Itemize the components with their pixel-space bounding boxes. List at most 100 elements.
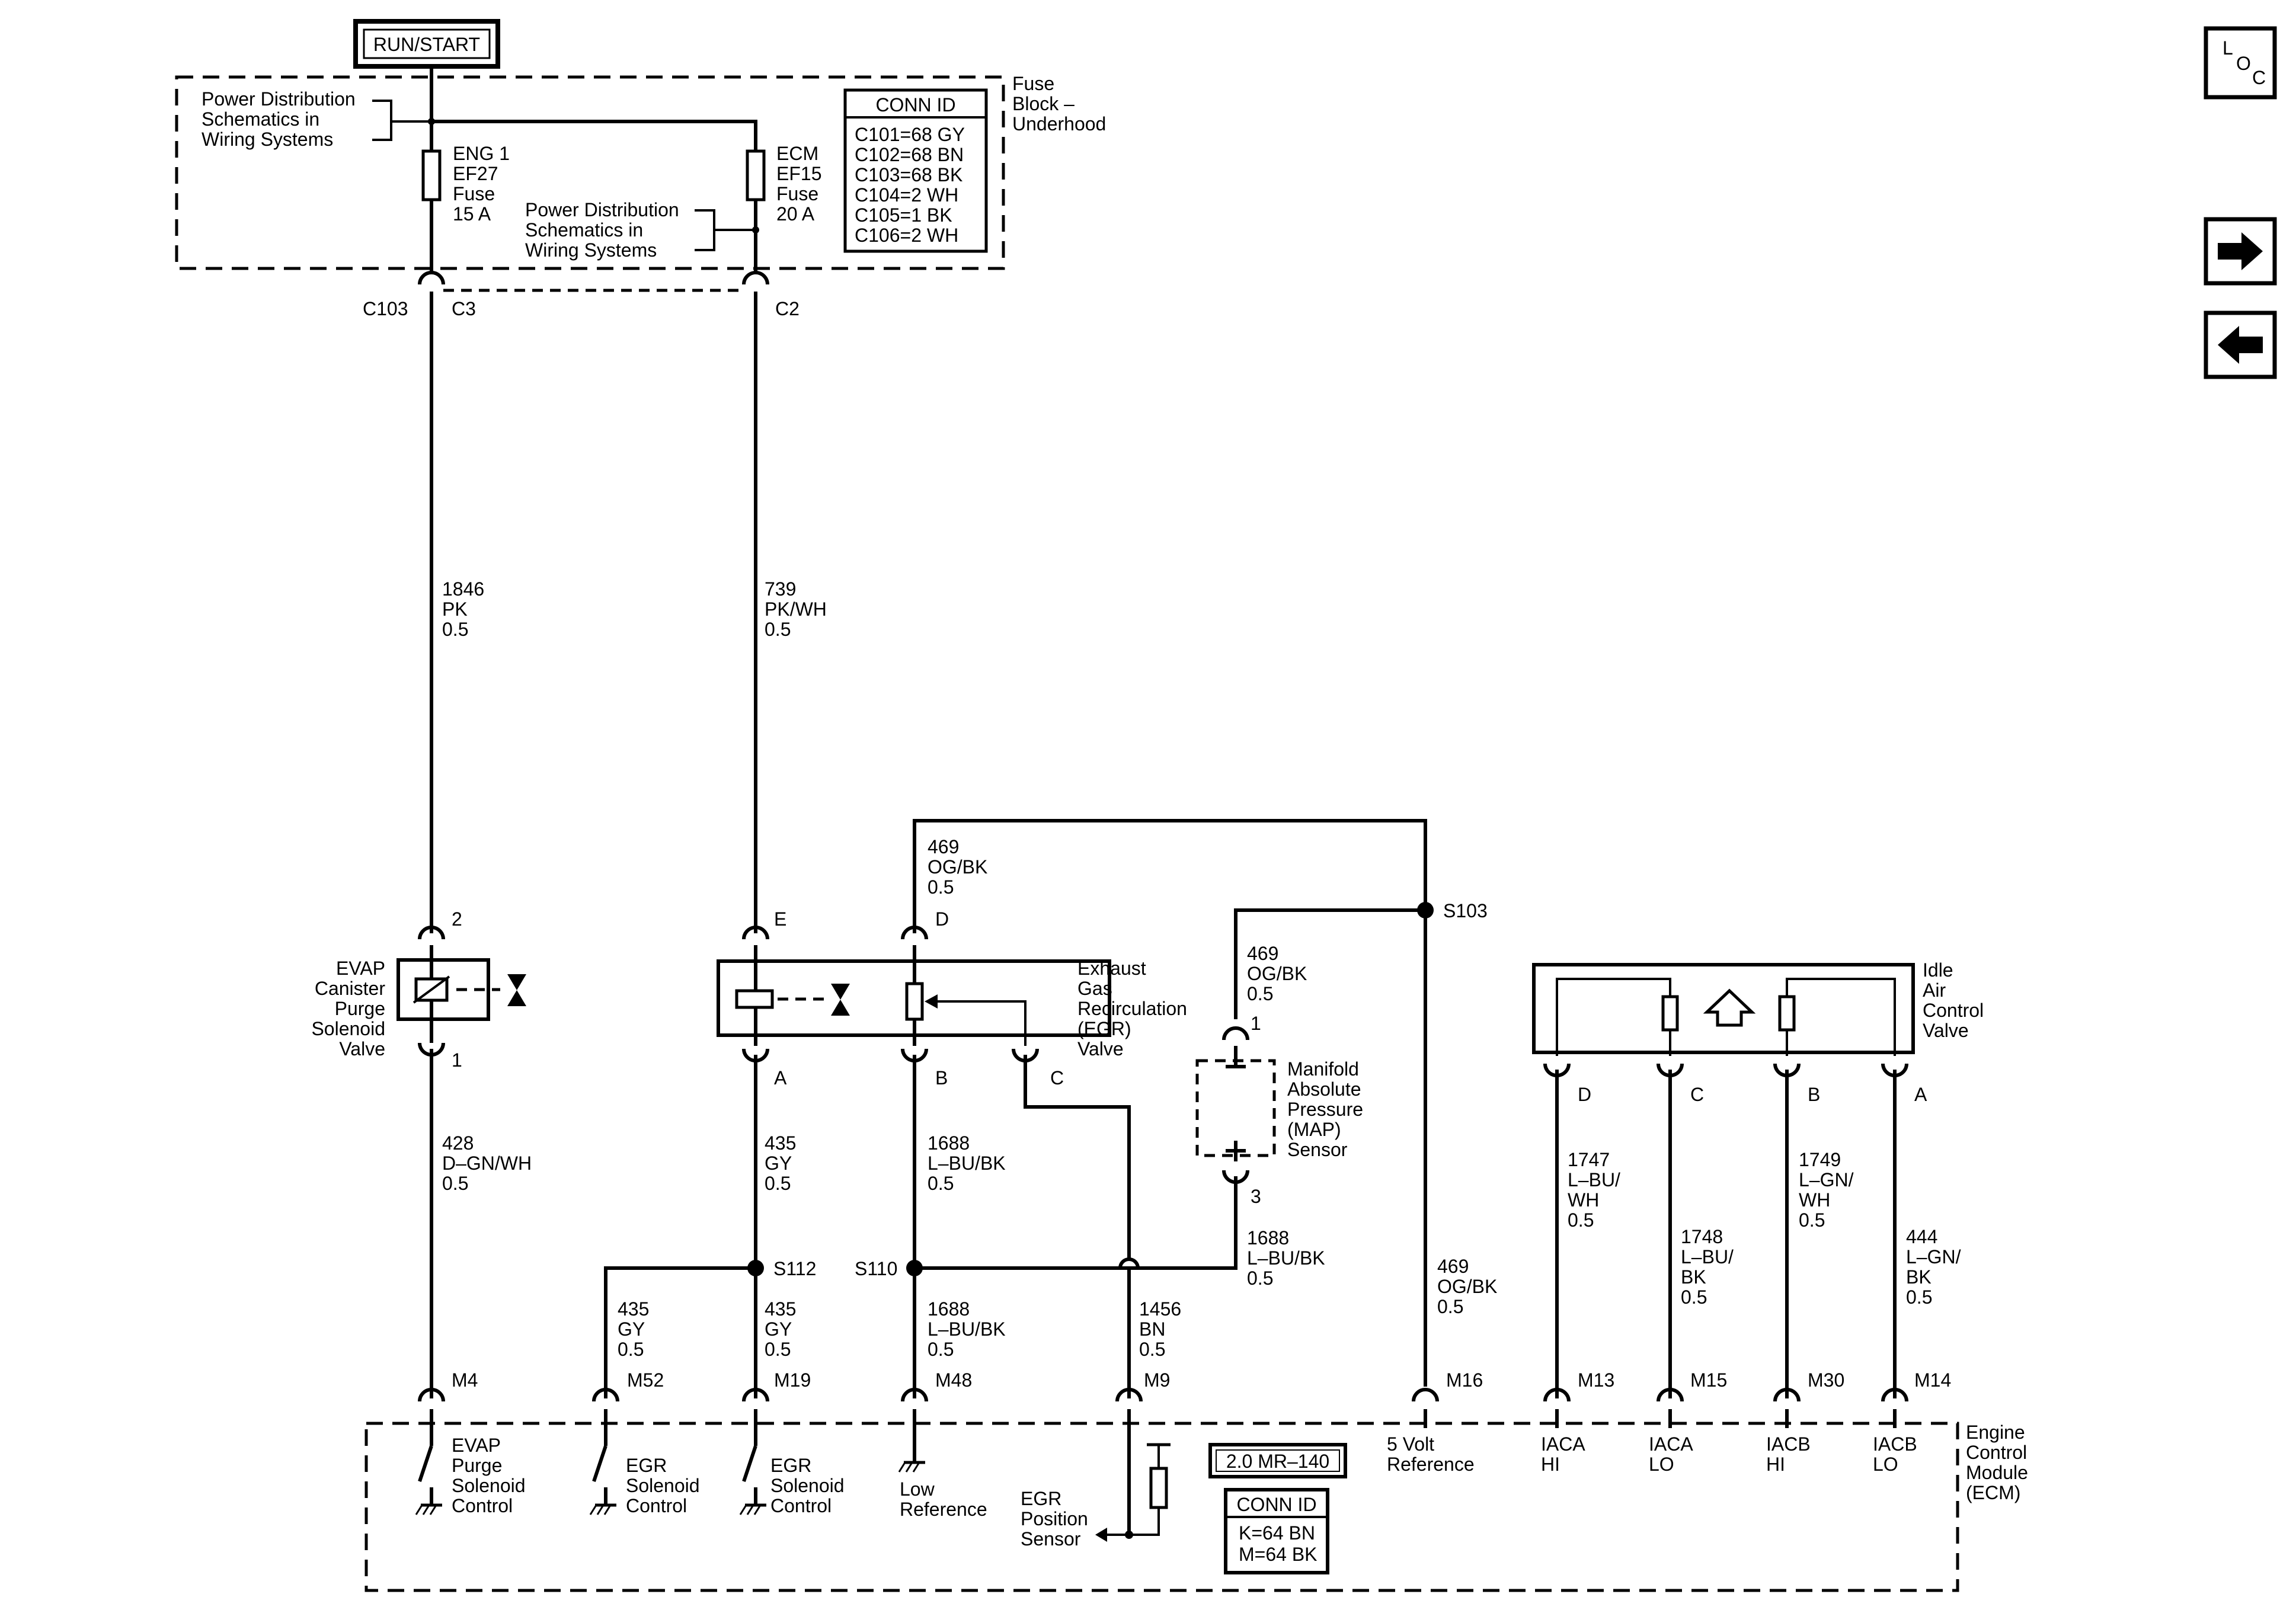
svg-text:A: A (774, 1067, 787, 1089)
svg-text:Solenoid: Solenoid (770, 1475, 845, 1496)
up-arrow-icon (1703, 988, 1756, 1027)
svg-text:Control: Control (1923, 1000, 1984, 1021)
svg-text:Control: Control (1966, 1442, 2027, 1463)
svg-text:BK: BK (1906, 1266, 1932, 1288)
svg-text:IACA: IACA (1649, 1433, 1693, 1455)
svg-text:WH: WH (1568, 1189, 1599, 1211)
svg-text:M15: M15 (1690, 1369, 1727, 1391)
svg-text:Valve: Valve (1923, 1020, 1969, 1041)
svg-text:Sensor: Sensor (1287, 1139, 1348, 1160)
svg-text:Air: Air (1923, 980, 1946, 1001)
svg-text:M=64 BK: M=64 BK (1239, 1544, 1318, 1565)
splice-s110 (906, 1260, 923, 1276)
ecm-labels-right: 5 Volt Reference IACA HI IACA LO IACB HI… (1387, 1409, 1917, 1475)
svg-text:444: 444 (1906, 1226, 1937, 1247)
svg-text:C105=1 BK: C105=1 BK (855, 204, 952, 226)
svg-text:M19: M19 (774, 1369, 811, 1391)
svg-text:Wiring Systems: Wiring Systems (525, 239, 657, 261)
svg-text:Power Distribution: Power Distribution (202, 88, 356, 110)
svg-text:LO: LO (1873, 1454, 1898, 1475)
svg-text:2: 2 (452, 908, 462, 930)
svg-text:M16: M16 (1446, 1369, 1483, 1391)
arrow-left-icon (2218, 326, 2263, 364)
svg-text:15 A: 15 A (453, 203, 491, 225)
svg-text:OG/BK: OG/BK (1247, 963, 1307, 984)
valve-icon (507, 974, 526, 1006)
svg-text:Reference: Reference (900, 1499, 987, 1520)
loc-button[interactable]: L O C (2204, 26, 2277, 100)
svg-text:Idle: Idle (1923, 959, 1953, 981)
svg-text:435: 435 (618, 1298, 649, 1320)
svg-text:0.5: 0.5 (1247, 1267, 1273, 1289)
svg-text:C2: C2 (775, 298, 800, 319)
svg-text:Purge: Purge (335, 998, 385, 1019)
svg-text:Solenoid: Solenoid (452, 1475, 526, 1496)
svg-text:IACA: IACA (1541, 1433, 1585, 1455)
svg-text:Recirculation: Recirculation (1077, 998, 1187, 1019)
svg-text:EVAP: EVAP (452, 1435, 501, 1456)
svg-text:0.5: 0.5 (1799, 1209, 1825, 1231)
svg-text:1: 1 (452, 1049, 462, 1071)
svg-text:L–BU/: L–BU/ (1681, 1246, 1734, 1267)
svg-text:Schematics in: Schematics in (525, 219, 643, 241)
svg-text:1747: 1747 (1568, 1149, 1610, 1170)
svg-text:0.5: 0.5 (442, 1173, 468, 1194)
svg-text:L–BU/BK: L–BU/BK (928, 1318, 1006, 1340)
svg-text:GY: GY (765, 1318, 792, 1340)
valve-icon (831, 984, 850, 1016)
wire-1846-label: 1846 PK 0.5 (442, 578, 484, 640)
svg-text:1749: 1749 (1799, 1149, 1841, 1170)
wire-469-map-label: 469 OG/BK 0.5 (1247, 943, 1307, 1004)
svg-text:Engine: Engine (1966, 1422, 2025, 1443)
svg-text:OG/BK: OG/BK (928, 856, 987, 878)
connector-c103: C103 C3 C2 (363, 271, 800, 319)
svg-text:D: D (935, 908, 949, 930)
wire-1456-label: 1456 BN 0.5 (1139, 1298, 1181, 1360)
engine-control-module: Engine Control Module (ECM) (364, 1422, 2028, 1592)
svg-text:EF15: EF15 (776, 163, 821, 184)
power-distribution-ref-left: Power Distribution Schematics in Wiring … (202, 88, 431, 150)
svg-text:M30: M30 (1808, 1369, 1844, 1391)
svg-text:EGR: EGR (626, 1455, 667, 1476)
svg-text:A: A (1914, 1084, 1927, 1105)
svg-text:Control: Control (626, 1495, 687, 1516)
svg-text:EGR: EGR (1021, 1488, 1061, 1509)
power-distribution-ref-mid: Power Distribution Schematics in Wiring … (525, 199, 756, 261)
svg-text:0.5: 0.5 (928, 1339, 954, 1360)
svg-text:BK: BK (1681, 1266, 1706, 1288)
loc-letter-c: C (2252, 67, 2266, 88)
fuse-block-underhood: Fuse Block – Underhood (175, 73, 1106, 270)
previous-page-button[interactable] (2204, 311, 2277, 379)
svg-text:L–GN/: L–GN/ (1799, 1169, 1854, 1190)
wire-1747-label: 1747 L–BU/ WH 0.5 (1568, 1149, 1620, 1231)
evap-canister-purge-solenoid: 2 1 EVAP Canister Purge Solenoid Valve (311, 908, 526, 1071)
svg-text:GY: GY (765, 1153, 792, 1174)
svg-text:1748: 1748 (1681, 1226, 1723, 1247)
svg-text:EF27: EF27 (453, 163, 498, 184)
ecm-mr-reference: 2.0 MR–140 (1208, 1443, 1347, 1478)
svg-text:Pressure: Pressure (1287, 1099, 1363, 1120)
arrow-right-icon (2218, 232, 2263, 270)
svg-text:C103: C103 (363, 298, 408, 319)
splice-s112-label: S112 (773, 1258, 816, 1279)
ecm-evap-driver: EVAP Purge Solenoid Control (415, 1409, 526, 1516)
ecm-egr-solenoid-driver-2: EGR Solenoid Control (739, 1409, 845, 1516)
svg-text:BN: BN (1139, 1318, 1165, 1340)
splice-s110-label: S110 (855, 1258, 897, 1279)
svg-text:(ECM): (ECM) (1966, 1482, 2020, 1503)
svg-text:D: D (1578, 1084, 1591, 1105)
svg-text:OG/BK: OG/BK (1437, 1276, 1497, 1297)
svg-text:435: 435 (765, 1132, 796, 1154)
egr-valve: E D A B C Exhaust Gas Recirculation (EGR… (717, 908, 1187, 1089)
svg-text:RUN/START: RUN/START (373, 34, 480, 55)
svg-text:C103=68 BK: C103=68 BK (855, 164, 962, 185)
svg-text:3: 3 (1251, 1186, 1261, 1207)
wire-1688-m48-label: 1688 L–BU/BK 0.5 (928, 1298, 1006, 1360)
svg-text:Underhood: Underhood (1012, 113, 1106, 135)
svg-text:ENG 1: ENG 1 (453, 143, 510, 164)
ecm-connector-pins: M4 M52 M19 M48 M9 M16 M13 M15 M30 M14 (418, 1369, 1951, 1402)
svg-text:Exhaust: Exhaust (1077, 958, 1146, 979)
svg-text:L–BU/BK: L–BU/BK (1247, 1247, 1325, 1269)
svg-text:Control: Control (452, 1495, 513, 1516)
next-page-button[interactable] (2204, 217, 2277, 286)
